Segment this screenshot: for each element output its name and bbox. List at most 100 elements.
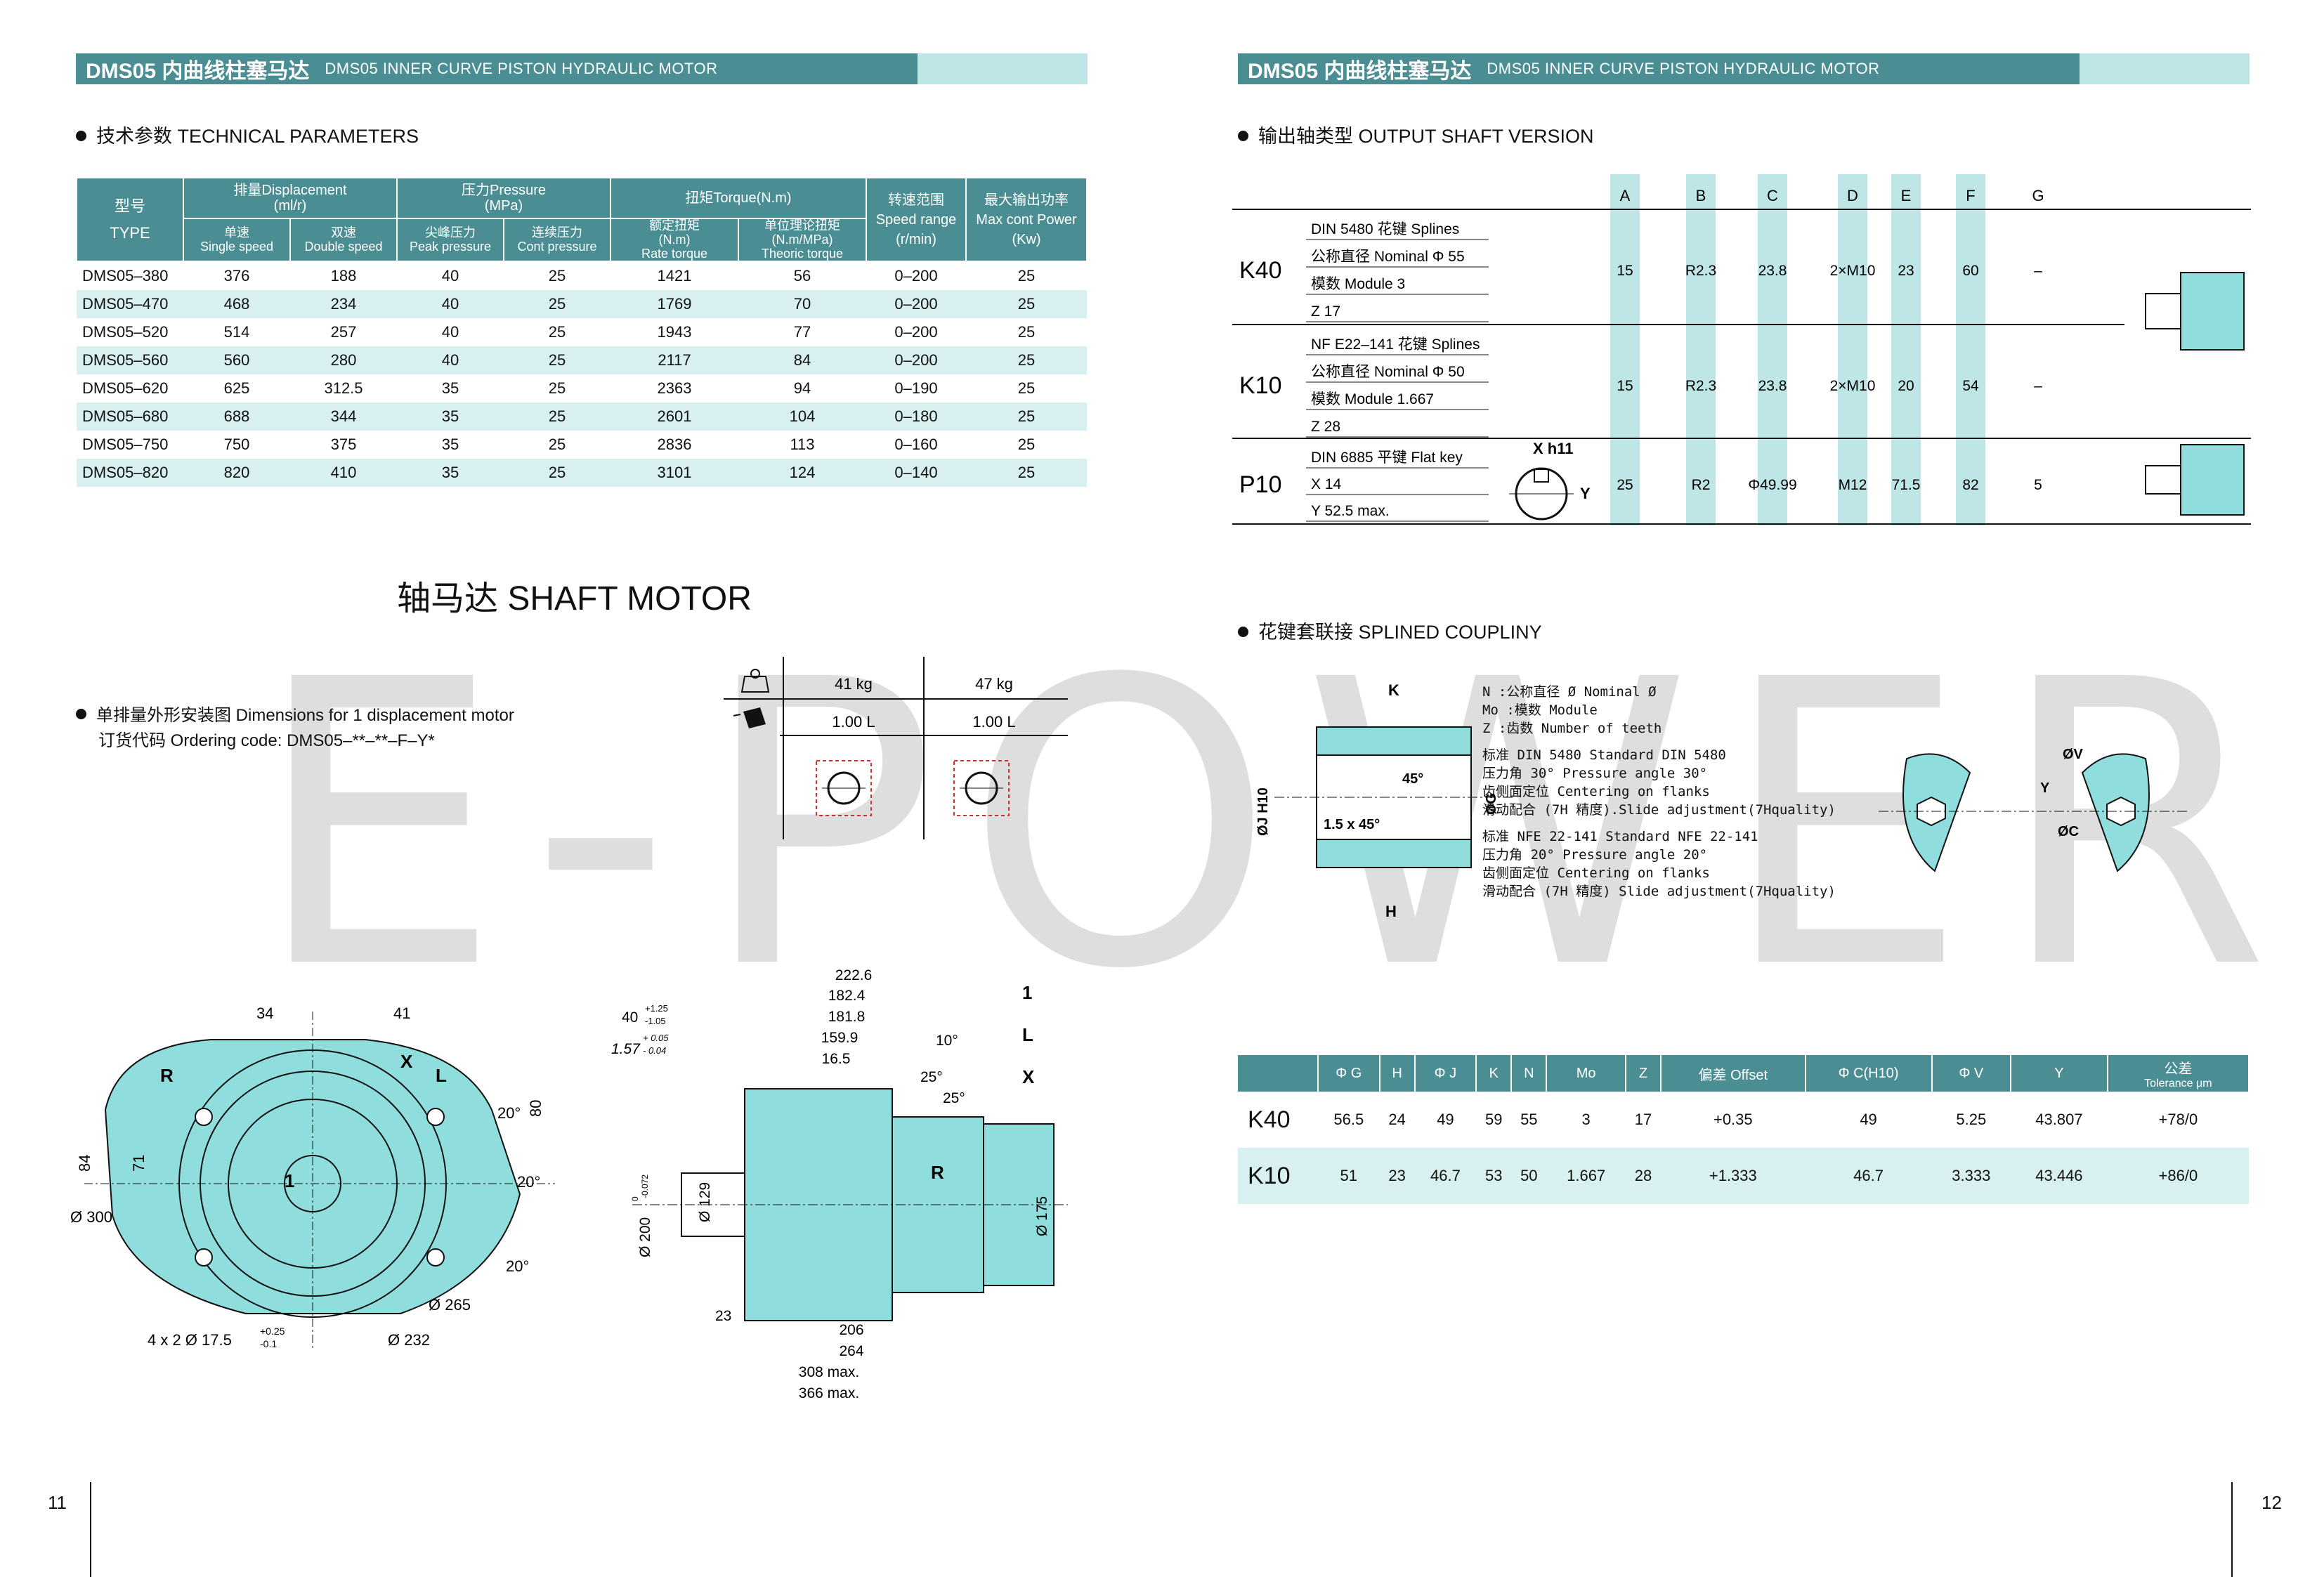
shaft-value: Φ49.99 [1748, 477, 1796, 493]
params-cell-type: DMS05–680 [77, 403, 183, 431]
dim-41: 41 [393, 1005, 410, 1022]
dim-40: 40 [622, 1009, 638, 1026]
dim-181-8: 181.8 [828, 1009, 866, 1025]
params-cell: 40 [441, 267, 459, 285]
coupling-drawing: K H ØJ H10 ØG 45° 1.5 x 45° [1255, 681, 1513, 920]
side-view-drawing: 222.6 182.4 181.8 159.9 16.5 40 +1.25 -1… [611, 967, 1068, 1401]
params-cell: 257 [330, 323, 357, 341]
port-l: L [436, 1065, 447, 1086]
shaft-spec-line: DIN 5480 花键 Splines [1311, 221, 1459, 237]
params-cell: 2117 [611, 346, 738, 375]
coupling-h: H [1385, 903, 1397, 920]
ordering-code: 订货代码 Ordering code: DMS05–**–**–F–Y* [98, 731, 435, 750]
spline-header: H [1379, 1055, 1416, 1092]
params-cell: 0–200 [866, 346, 966, 375]
params-cell: 25 [504, 459, 611, 488]
params-cell: 688 [183, 403, 290, 431]
dim-1-57-up: + 0.05 [643, 1033, 669, 1043]
coupling-note: Z :齿数 Number of teeth [1482, 721, 1662, 736]
shaft-col-header: G [2032, 187, 2044, 204]
shaft-col-header: E [1901, 187, 1912, 204]
dim-308: 308 max. [799, 1364, 859, 1380]
spline-cell: 46.7 [1805, 1148, 1932, 1204]
angle-25-b: 25° [943, 1090, 965, 1106]
shaft-col-header: C [1767, 187, 1778, 204]
coupling-note: 滑动配合 (7H 精度).Slide adjustment(7Hquality) [1482, 802, 1836, 818]
coupling-g: ØG [1484, 793, 1499, 815]
spline-row-name: K40 [1248, 1106, 1291, 1133]
left-page: DMS05 内曲线柱塞马达 DMS05 INNER CURVE PISTON H… [48, 53, 1088, 1577]
shaft-value: 23.8 [1758, 263, 1787, 279]
bullet-icon [1238, 131, 1248, 141]
shaft-value: 71.5 [1892, 477, 1921, 493]
params-cell: 35 [397, 403, 504, 431]
params-cell-type: DMS05–380 [82, 267, 169, 285]
port-r-side: R [931, 1162, 944, 1183]
volume-2: 1.00 L [972, 713, 1015, 731]
key-x-label: X h11 [1533, 440, 1573, 457]
shaft-value: 60 [1962, 263, 1978, 279]
spline-cell: 56.5 [1333, 1111, 1364, 1128]
params-cell: 40 [397, 290, 504, 319]
bullet-icon [1238, 627, 1248, 637]
key-shaft-sketch-2 [953, 760, 1010, 816]
params-cell: 70 [738, 290, 866, 319]
coupling-note: Mo :模数 Module [1482, 702, 1598, 718]
params-cell: 188 [330, 267, 357, 285]
bullet-icon [76, 709, 86, 719]
shaft-spec-line: Z 28 [1311, 419, 1340, 435]
shaft-value: M12 [1839, 477, 1867, 493]
shaft-value: 5 [2034, 477, 2042, 493]
params-cell-type: DMS05–820 [77, 459, 183, 488]
params-cell-type: DMS05–560 [77, 346, 183, 375]
page-number-right: 12 [2261, 1492, 2282, 1513]
dim-40-up: +1.25 [645, 1003, 668, 1014]
params-cell: 56 [793, 267, 811, 285]
spline-cell: 50 [1511, 1148, 1547, 1204]
page-divider-right [2231, 1482, 2233, 1577]
dim-holes: 4 x 2 Ø 17.5 [148, 1331, 232, 1349]
params-cell: 25 [504, 290, 611, 319]
params-cell: 35 [441, 379, 459, 398]
gauge-y: Y [2040, 780, 2050, 796]
params-cell: 25 [966, 403, 1087, 431]
shaft-col-header: D [1847, 187, 1858, 204]
shaft-spec-line: 公称直径 Nominal Φ 55 [1311, 249, 1465, 265]
dim-d265: Ø 265 [429, 1296, 471, 1314]
spline-cell: 53 [1476, 1148, 1512, 1204]
shaft-value: 20 [1898, 378, 1914, 394]
dim-d175: Ø 175 [1034, 1196, 1050, 1236]
params-cell: 25 [1017, 267, 1036, 285]
label-1: 1 [285, 1170, 294, 1191]
params-cell: 344 [290, 403, 397, 431]
shaft-value: 15 [1617, 378, 1633, 394]
dim-holes-tol-dn: -0.1 [260, 1338, 277, 1349]
params-cell: 2363 [657, 379, 692, 398]
params-cell: 124 [738, 459, 866, 488]
params-cell: 77 [793, 323, 811, 341]
tech-params-title: 技术参数 TECHNICAL PARAMETERS [76, 121, 419, 148]
front-view-drawing: 34 41 R X L 84 71 80 20° 20° 20° Ø 300 Ø… [70, 1005, 555, 1349]
shaft-value: 54 [1962, 378, 1979, 394]
coupling-a45: 45° [1402, 771, 1423, 787]
params-cell: 468 [183, 290, 290, 319]
params-cell: 40 [397, 346, 504, 375]
angle-20-a: 20° [497, 1104, 521, 1122]
shaft-col-header: A [1620, 187, 1631, 204]
header-title-zh: DMS05 内曲线柱塞马达 [86, 60, 310, 83]
params-cell: 25 [1017, 379, 1036, 398]
